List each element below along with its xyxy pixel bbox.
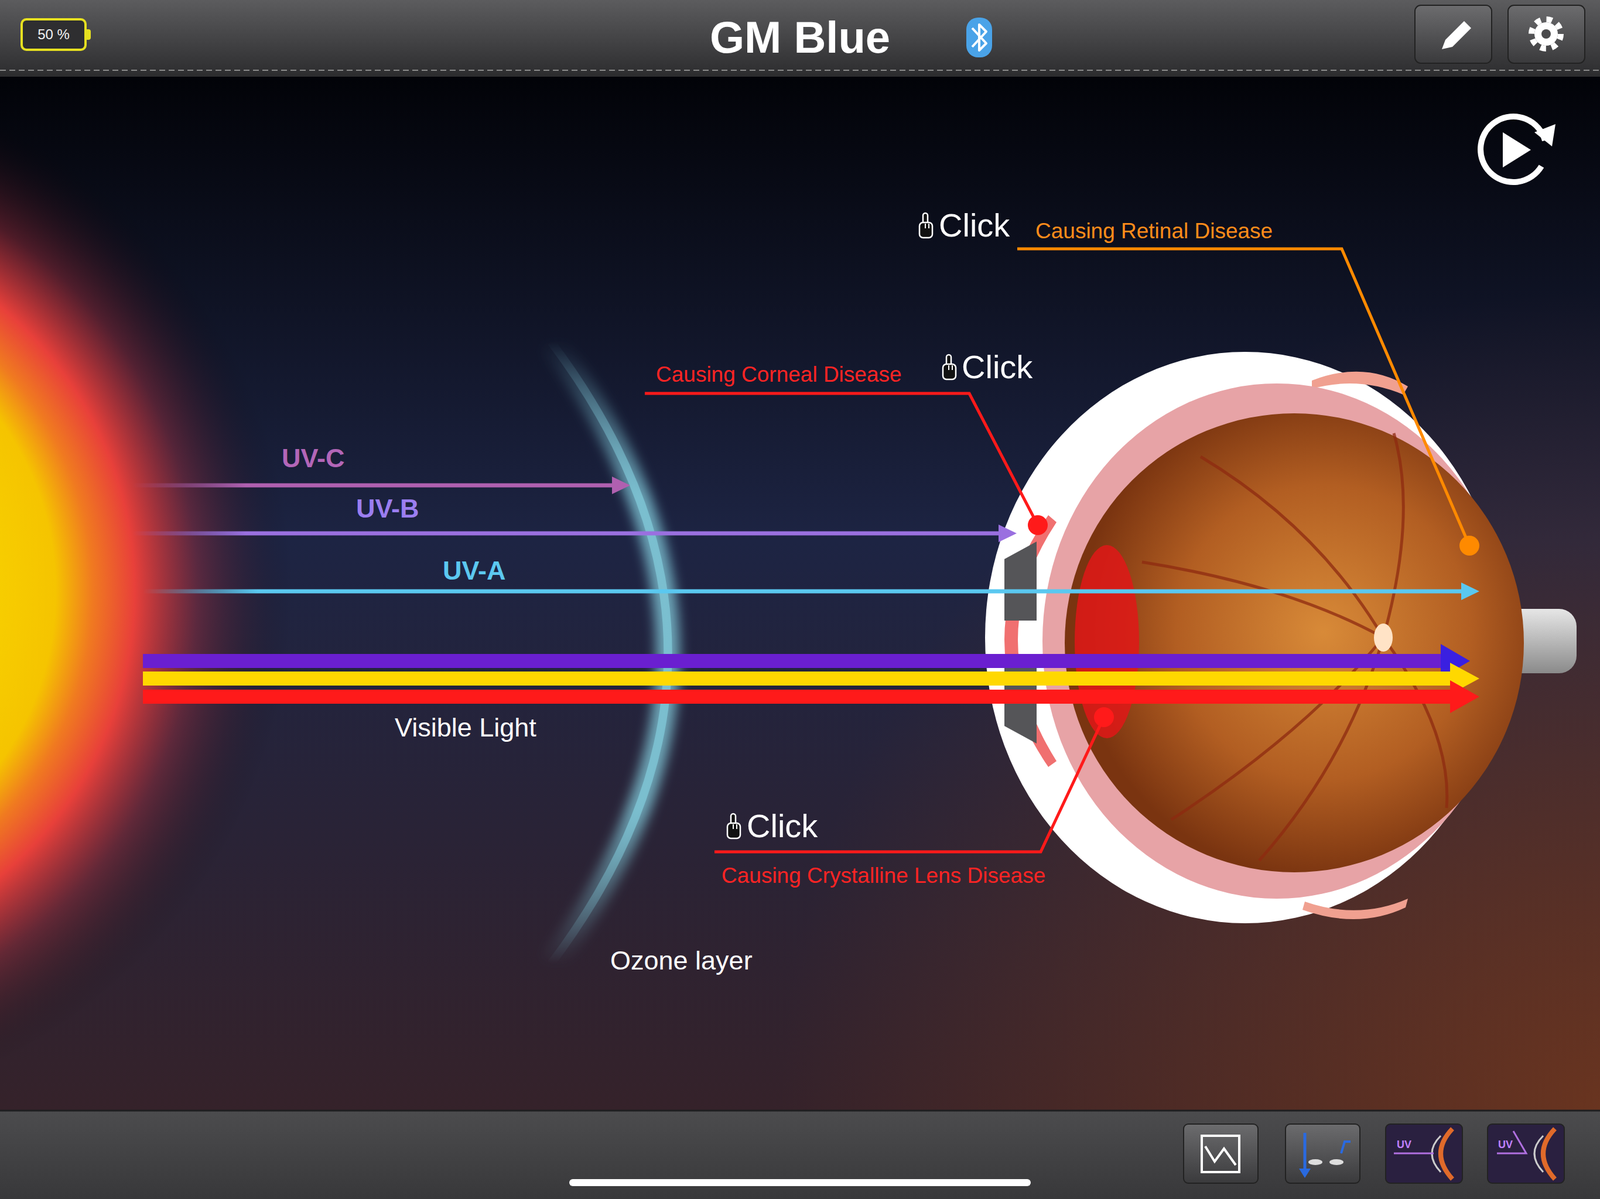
- scene-glow: [0, 76, 1600, 1111]
- iris-upper: [1004, 541, 1037, 621]
- click-hint: Click: [961, 350, 1033, 384]
- ray-label: Visible Light: [394, 714, 537, 741]
- replay-icon: [1480, 116, 1556, 183]
- violet-ray: [142, 654, 1447, 669]
- red-ray: [142, 689, 1455, 704]
- layer-label: Ozone layer: [610, 947, 753, 974]
- ray-label: UV-A: [442, 557, 507, 584]
- icon-text: UV: [1396, 1139, 1412, 1151]
- uv-a-head: [1461, 582, 1480, 601]
- cornea-leader: [644, 393, 1038, 526]
- battery-nub: [86, 29, 91, 40]
- lens-leader: [714, 717, 1104, 853]
- retina-leader: [1017, 248, 1470, 546]
- battery-level: 50 %: [37, 27, 70, 42]
- lens-dot: [1093, 707, 1114, 728]
- retina: [1064, 413, 1524, 873]
- battery-indicator: 50 %: [20, 18, 87, 51]
- click-hint: Click: [746, 809, 818, 843]
- tool-button: [1285, 1124, 1360, 1184]
- hand-icon: [727, 814, 741, 839]
- uv-b-head: [998, 524, 1017, 543]
- tool-button: [1183, 1124, 1258, 1184]
- crystalline-lens: [1074, 545, 1140, 739]
- top-bar-stitch: [0, 69, 1600, 71]
- callout-text: Causing Retinal Disease: [1035, 220, 1273, 242]
- ozone-layer: [551, 342, 669, 964]
- eye: [985, 351, 1577, 924]
- tool-button: [1385, 1124, 1463, 1184]
- yellow-ray: [142, 671, 1455, 686]
- app-title: GM Blue: [709, 15, 891, 60]
- uv-c-head: [612, 476, 631, 495]
- bluetooth-icon: [966, 17, 993, 58]
- retina-dot: [1459, 535, 1480, 556]
- callout-text: Causing Corneal Disease: [655, 363, 902, 386]
- optic-disc: [1373, 623, 1393, 652]
- cornea: [1004, 515, 1057, 768]
- rays: [132, 476, 1480, 714]
- red-head: [1450, 680, 1480, 714]
- uv-b-ray: [132, 531, 1002, 536]
- tool-button: [1487, 1124, 1565, 1184]
- icon-text: UV: [1498, 1139, 1513, 1151]
- bottom-bar: [0, 1110, 1600, 1199]
- ray-label: UV-C: [281, 445, 345, 472]
- edit-button: [1414, 5, 1492, 64]
- bottom-tools: [1183, 1124, 1565, 1184]
- callout-leaders: [644, 248, 1480, 853]
- scene-ground: [0, 76, 1600, 1111]
- uv-a-ray: [142, 589, 1465, 594]
- lower-eyelid: [1302, 898, 1408, 920]
- click-hint: Click: [938, 209, 1010, 242]
- hand-icon: [942, 354, 956, 380]
- ray-label: UV-B: [356, 495, 420, 522]
- top-bar: [0, 0, 1600, 77]
- home-indicator: [569, 1179, 1031, 1187]
- uv-c-ray: [132, 483, 615, 488]
- cornea-dot: [1027, 515, 1048, 536]
- blood-vessels: [1142, 433, 1448, 861]
- hand-icon: [919, 213, 933, 238]
- callout-text: Causing Crystalline Lens Disease: [721, 865, 1046, 887]
- settings-button: [1508, 5, 1585, 64]
